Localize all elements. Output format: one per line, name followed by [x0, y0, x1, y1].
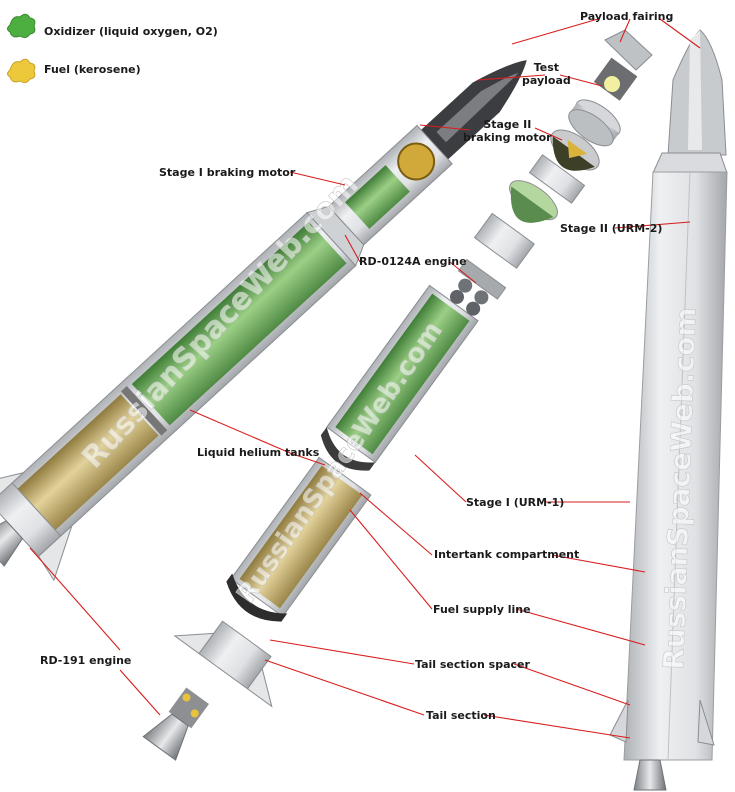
assembled-fin-left [609, 699, 629, 743]
assembled-fin-right [697, 699, 715, 746]
label-payload-fairing: Payload fairing [580, 10, 674, 23]
label-helium-tanks: Liquid helium tanks [197, 446, 320, 459]
cutaway-rocket [0, 60, 527, 582]
label-intertank: Intertank compartment [434, 548, 580, 561]
label-test-payload-line2: payload [522, 74, 571, 87]
cutaway-fin-left [0, 471, 25, 504]
label-stage2-braking-line2: braking motor [463, 131, 552, 144]
exploded-stage1-lower [226, 456, 372, 622]
label-stage1-braking: Stage I braking motor [159, 166, 296, 179]
watermark-exploded: RussianSpaceWeb.com [231, 316, 449, 609]
label-rd191: RD-191 engine [40, 654, 132, 667]
watermark-cutaway: RussianSpaceWeb.com [75, 168, 365, 476]
label-test-payload-line1: Test [533, 61, 560, 74]
exploded-tail-section [173, 620, 273, 708]
legend-oxidizer-label: Oxidizer (liquid oxygen, O2) [44, 25, 218, 38]
label-rd0124a: RD-0124A engine [359, 255, 467, 268]
label-tail-section: Tail section [426, 709, 496, 722]
label-test-payload: Test payload [522, 61, 571, 87]
leader-lines [29, 18, 701, 739]
assembled-rocket [609, 29, 728, 791]
exploded-rd191-engine [142, 687, 209, 761]
label-stage2-braking-line1: Stage II [483, 118, 532, 131]
label-stage1: Stage I (URM-1) [466, 496, 565, 509]
label-stage2: Stage II (URM-2) [560, 222, 663, 235]
legend-fuel-label: Fuel (kerosene) [44, 63, 141, 76]
fuel-blob-icon [7, 58, 36, 84]
label-tail-spacer: Tail section spacer [415, 658, 530, 671]
exploded-stage2-parts [449, 29, 653, 316]
assembled-body [623, 171, 728, 761]
label-stage2-braking: Stage II braking motor [463, 118, 552, 144]
oxidizer-blob-icon [7, 13, 36, 39]
label-fuel-supply: Fuel supply line [433, 603, 531, 616]
